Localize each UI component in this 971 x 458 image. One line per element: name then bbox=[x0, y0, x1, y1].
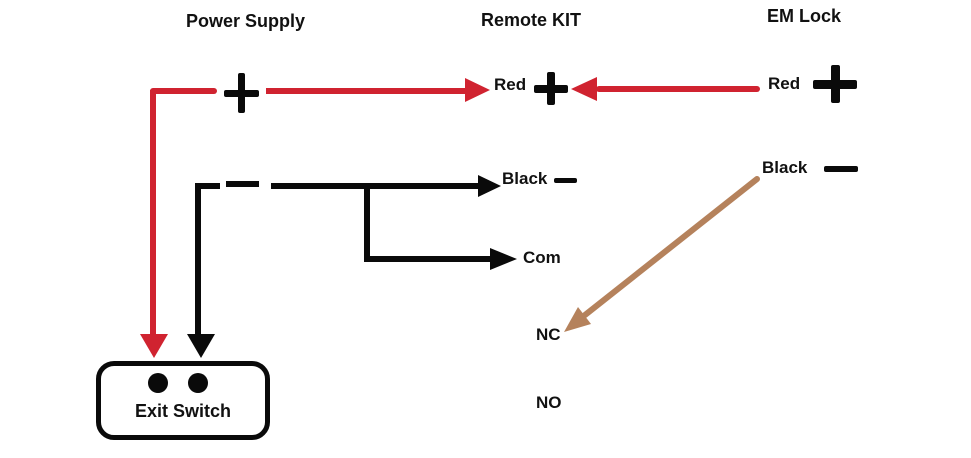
em-lock-title: EM Lock bbox=[767, 6, 842, 26]
power-supply-plus-icon bbox=[224, 73, 259, 113]
exit-switch-box: Exit Switch bbox=[96, 361, 270, 440]
red-wire-vertical-segment bbox=[150, 90, 156, 335]
em-lock-plus-icon bbox=[813, 65, 857, 103]
com-arrow-right-icon bbox=[490, 248, 517, 270]
brown-wire-to-nc-arrow bbox=[564, 176, 760, 332]
remote-black-minus-icon bbox=[554, 178, 577, 183]
exit-switch-terminal-dot bbox=[148, 373, 168, 393]
exit-switch-terminal-dot bbox=[188, 373, 208, 393]
red-arrow-left-icon bbox=[571, 77, 597, 101]
remote-kit-title: Remote KIT bbox=[481, 10, 582, 30]
red-wire-from-em-segment bbox=[596, 86, 760, 92]
red-wire-top-left-segment bbox=[150, 88, 217, 94]
black-wire-dash-segment bbox=[226, 181, 259, 187]
com-branch-horizontal-segment bbox=[364, 256, 490, 262]
power-supply-title: Power Supply bbox=[186, 11, 306, 31]
black-wire-stub-segment bbox=[197, 183, 220, 189]
black-arrow-down-icon bbox=[187, 334, 215, 358]
remote-kit-plus-icon bbox=[534, 72, 568, 105]
black-wire-vertical-segment bbox=[195, 183, 201, 335]
com-label: Com bbox=[523, 248, 561, 267]
red-arrow-down-icon bbox=[140, 334, 168, 358]
com-branch-vertical-segment bbox=[364, 185, 370, 262]
black-arrow-right-icon bbox=[478, 175, 501, 197]
red-wire-to-remote-segment bbox=[266, 88, 465, 94]
nc-label: NC bbox=[536, 325, 561, 344]
brown-arrowhead-icon bbox=[564, 307, 591, 332]
exit-switch-label: Exit Switch bbox=[134, 401, 232, 421]
brown-wire-line bbox=[582, 176, 760, 318]
em-red-label: Red bbox=[768, 74, 801, 93]
remote-red-label: Red bbox=[494, 75, 527, 94]
red-arrow-right-icon bbox=[465, 78, 490, 102]
no-label: NO bbox=[536, 393, 562, 412]
black-wire-to-remote-segment bbox=[271, 183, 478, 189]
remote-black-label: Black bbox=[502, 169, 548, 188]
em-black-label: Black bbox=[762, 158, 808, 177]
em-black-minus-icon bbox=[824, 166, 858, 172]
